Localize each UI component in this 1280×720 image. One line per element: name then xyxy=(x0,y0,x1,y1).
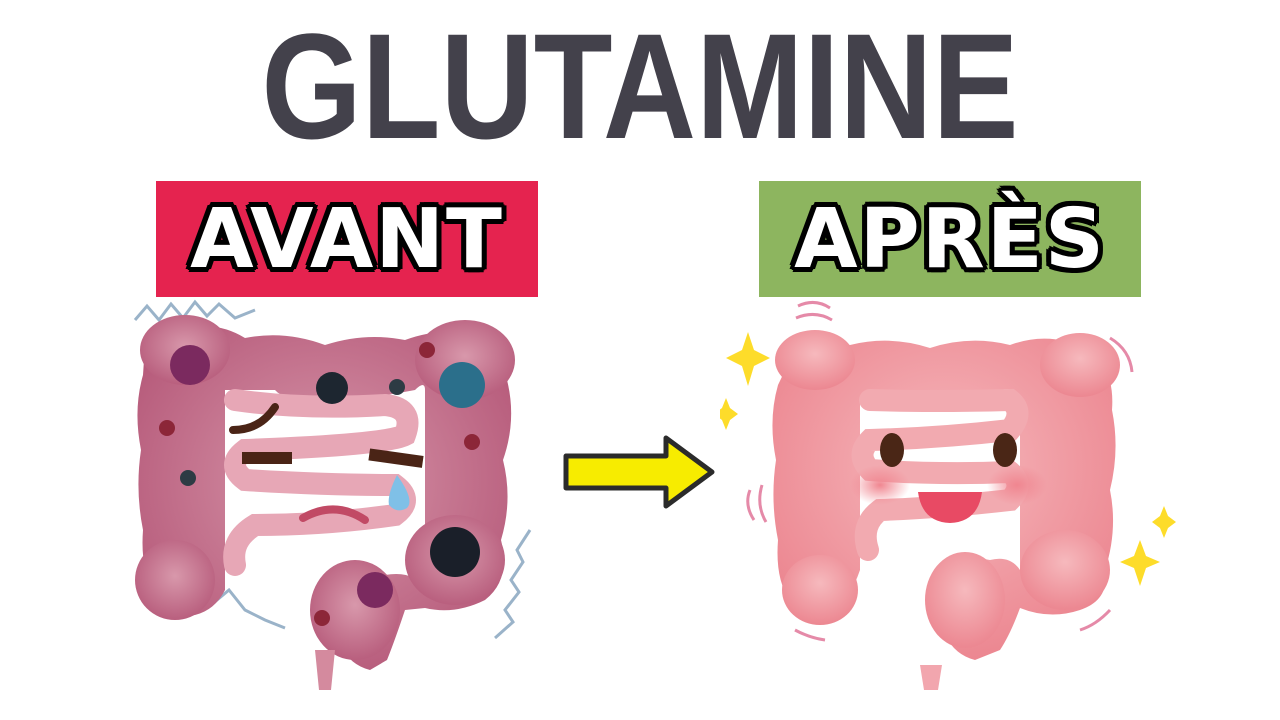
arrow-right-icon xyxy=(563,435,715,509)
after-label: APRÈS xyxy=(794,191,1106,287)
page-title: GLUTAMINE xyxy=(261,2,1019,170)
eyebrow-icon xyxy=(229,403,279,434)
frown-icon xyxy=(299,505,369,524)
eye-icon xyxy=(993,433,1017,467)
teardrop-icon xyxy=(388,475,410,511)
before-label: AVANT xyxy=(190,191,504,287)
smile-icon xyxy=(918,492,982,523)
sparkle-icon xyxy=(720,332,1176,586)
eye-icon xyxy=(880,433,904,467)
after-label-box: APRÈS xyxy=(759,181,1141,297)
bacteria-icon xyxy=(159,342,485,626)
before-label-box: AVANT xyxy=(156,181,538,297)
sad-intestine-illustration xyxy=(133,299,532,690)
happy-intestine-illustration xyxy=(720,301,1176,690)
